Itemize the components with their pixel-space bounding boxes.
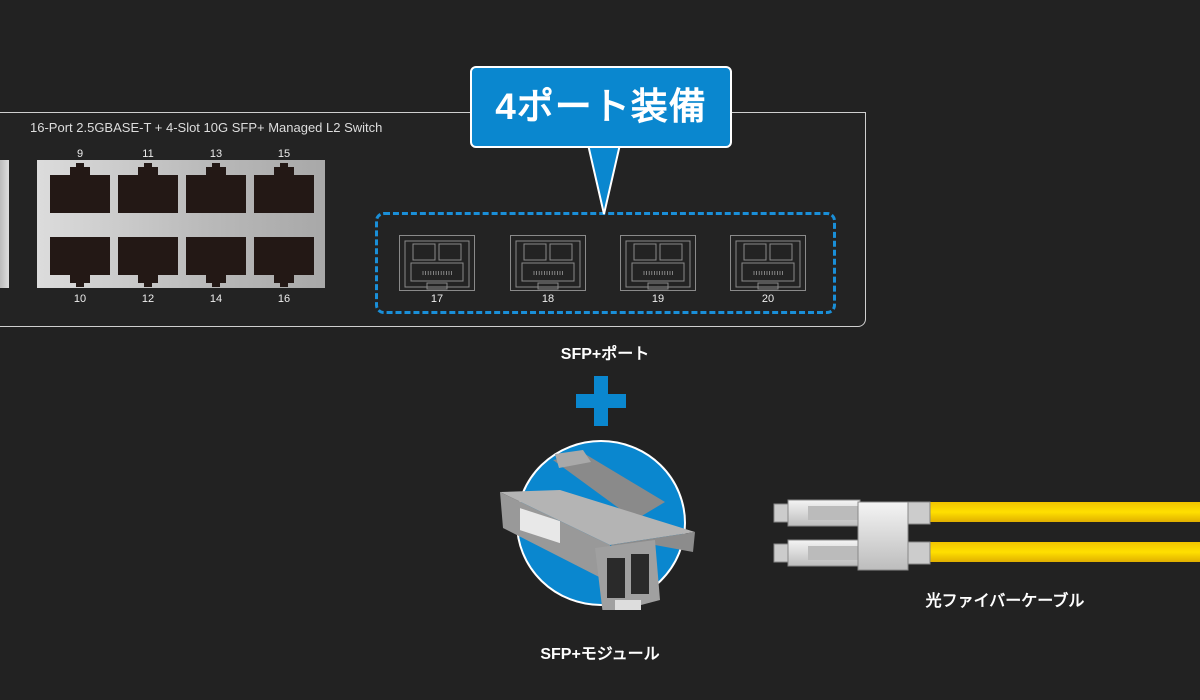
rj45-port [186,237,246,287]
sfp-highlight-box [375,212,836,314]
sfp-module-label: SFP+モジュール [540,646,660,663]
plus-icon [576,376,626,426]
sfp-port-label: SFP+ポート [560,346,650,363]
rj45-block-edge [0,160,9,288]
port-number-label: 15 [277,148,291,160]
fiber-cable-label: 光ファイバーケーブル [925,593,1085,610]
port-number-label: 14 [209,293,223,305]
callout-four-ports: 4ポート装備 [470,66,732,148]
rj45-port [254,163,314,213]
sfp-port-number-label: 17 [430,293,444,305]
port-number-label: 13 [209,148,223,160]
rj45-port [50,163,110,213]
sfp-cage [399,235,475,291]
sfp-module-image [500,440,695,610]
callout-pointer [585,140,623,215]
port-number-label: 9 [76,148,84,160]
rj45-port [118,237,178,287]
fiber-cable-image [773,499,1200,571]
sfp-cage [620,235,696,291]
port-number-label: 16 [277,293,291,305]
sfp-cage [730,235,806,291]
port-number-label: 12 [141,293,155,305]
port-number-label: 10 [73,293,87,305]
rj45-port [50,237,110,287]
sfp-port-number-label: 19 [651,293,665,305]
port-number-label: 11 [142,148,154,160]
sfp-cage [510,235,586,291]
rj45-port [254,237,314,287]
rj45-port [118,163,178,213]
sfp-port-number-label: 18 [541,293,555,305]
switch-model-title: 16-Port 2.5GBASE-T + 4-Slot 10G SFP+ Man… [30,120,383,135]
sfp-port-number-label: 20 [761,293,775,305]
rj45-port [186,163,246,213]
